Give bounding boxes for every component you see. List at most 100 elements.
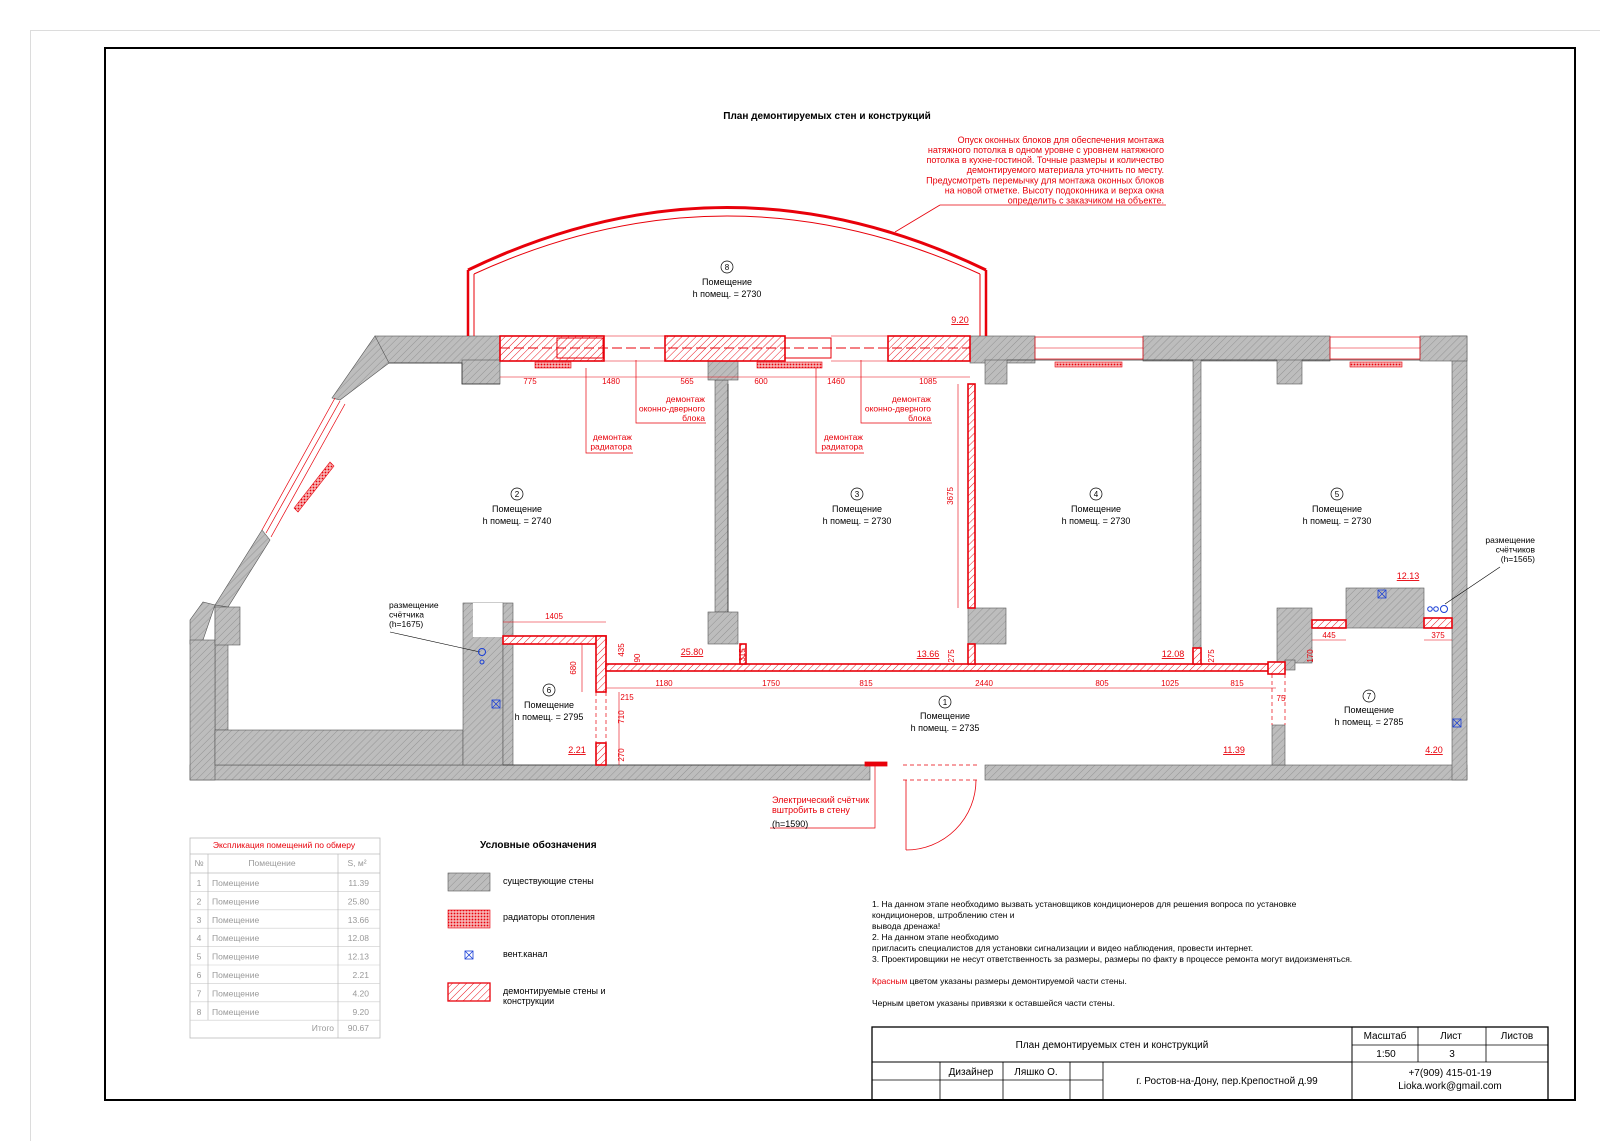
col-header-num: № <box>194 858 203 868</box>
room-outlines <box>389 359 1420 766</box>
text-line: демонтаж <box>892 394 931 404</box>
dim-label: 170 <box>1306 649 1315 663</box>
room-height: h помещ. = 2730 <box>1062 516 1131 526</box>
text-line: демонтаж <box>666 394 705 404</box>
dim-label: 1460 <box>827 377 845 386</box>
legend-title: Условные обозначения <box>480 839 597 851</box>
room-labels: 8 Помещение h помещ. = 2730 2 Помещение … <box>483 260 1403 733</box>
stamp-title: План демонтируемых стен и конструкций <box>1016 1040 1209 1051</box>
legend-label: радиаторы отопления <box>503 912 595 922</box>
notes: 1. На данном этапе необходимо вызвать ус… <box>872 899 1352 1008</box>
sheet-frame <box>104 47 1576 1101</box>
room-1-label: 1 Помещение h помещ. = 2735 <box>911 695 979 733</box>
text-line: оконно-дверного <box>639 404 705 414</box>
area-label: 25.80 <box>681 647 704 657</box>
room-name: Помещение <box>1344 705 1394 715</box>
window-callout: Опуск оконных блоков для обеспечения мон… <box>894 135 1166 233</box>
dim-label: 680 <box>569 661 578 675</box>
row-num: 2 <box>197 896 202 906</box>
leader-lines <box>585 360 932 829</box>
vent-channels <box>491 589 1462 728</box>
room-name: Помещение <box>702 277 752 287</box>
bay-window <box>466 206 988 336</box>
dim-label: 315 <box>738 648 747 662</box>
room-name: Помещение <box>832 504 882 514</box>
dim-label: 275 <box>947 649 956 663</box>
row-num: 8 <box>197 1007 202 1017</box>
dims-corridor: 1180 1750 815 2440 805 1025 815 <box>655 679 1244 688</box>
window-blocks <box>500 335 1421 362</box>
text-line: Опуск оконных блоков для обеспечения мон… <box>958 135 1164 145</box>
dim-label: 375 <box>1431 631 1445 640</box>
note-red-rest: цветом указаны размеры демонтируемой час… <box>907 976 1127 986</box>
text-line: определить с заказчиком на объекте. <box>1008 195 1164 205</box>
row-num: 7 <box>197 988 202 998</box>
text-line: демонтаж <box>824 432 863 442</box>
text-line: счётчика <box>389 610 424 620</box>
room-number: 2 <box>515 490 520 499</box>
dim-label: 1085 <box>919 377 937 386</box>
dim-label: 775 <box>523 377 537 386</box>
dim-label: 1480 <box>602 377 620 386</box>
dim-label: 435 <box>617 643 626 657</box>
plan-title: План демонтируемых стен и конструкций <box>723 111 931 122</box>
row-room: Помещение <box>212 933 259 943</box>
dim-label: 275 <box>1207 649 1216 663</box>
text-line: радиатора <box>590 442 632 452</box>
col-header-room: Помещение <box>248 858 295 868</box>
dim-label: 815 <box>859 679 873 688</box>
row-room: Помещение <box>212 896 259 906</box>
dim-label: 445 <box>1322 631 1336 640</box>
room-number: 5 <box>1335 490 1340 499</box>
stamp-role: Дизайнер <box>949 1067 994 1078</box>
room-name: Помещение <box>492 504 542 514</box>
stamp-sheet-value: 3 <box>1449 1049 1455 1060</box>
note-red-word: Красным <box>872 976 907 986</box>
row-area: 13.66 <box>348 915 370 925</box>
dim-label: 815 <box>1230 679 1244 688</box>
note-1c: вывода дренажа! <box>872 921 940 931</box>
dim-label: 270 <box>617 748 626 762</box>
text-line: (h=1675) <box>389 619 423 629</box>
dim-label: 805 <box>1095 679 1109 688</box>
room-7-label: 7 Помещение h помещ. = 2785 <box>1335 689 1403 727</box>
stamp-person: Ляшко О. <box>1014 1067 1057 1078</box>
table-row: 5 Помещение 12.13 <box>190 952 380 966</box>
note-red: Красным цветом указаны размеры демонтиру… <box>872 976 1127 986</box>
text-line: счётчиков <box>1496 545 1536 555</box>
room-number: 1 <box>943 698 948 707</box>
dim-label: 90 <box>633 653 642 662</box>
legend-label: существующие стены <box>503 876 594 886</box>
explication-title: Экспликация помещений по обмеру <box>213 840 356 850</box>
stamp-scale-label: Масштаб <box>1364 1030 1407 1042</box>
area-label: 11.39 <box>1223 745 1245 755</box>
row-num: 5 <box>197 952 202 962</box>
dim-label: 1405 <box>545 612 563 621</box>
dim-label: 1180 <box>655 679 673 688</box>
text-line: (h=1565) <box>1501 554 1535 564</box>
stamp-phone: +7(909) 415-01-19 <box>1408 1068 1492 1079</box>
row-room: Помещение <box>212 952 259 962</box>
left-window <box>261 397 346 538</box>
radiators <box>293 361 1403 513</box>
room-height: h помещ. = 2795 <box>515 712 584 722</box>
note-3: 3. Проектировщики не несут ответственнос… <box>872 954 1352 964</box>
text-line: потолка в кухне-гостиной. Точные размеры… <box>926 155 1164 165</box>
row-area: 12.13 <box>348 952 370 962</box>
text-line: Электрический счётчик <box>772 795 869 805</box>
room-number: 8 <box>725 263 730 272</box>
dim-label: 565 <box>680 377 694 386</box>
room-height: h помещ. = 2730 <box>693 289 762 299</box>
stamp-scale-value: 1:50 <box>1376 1049 1396 1060</box>
dim-label: 600 <box>754 377 768 386</box>
